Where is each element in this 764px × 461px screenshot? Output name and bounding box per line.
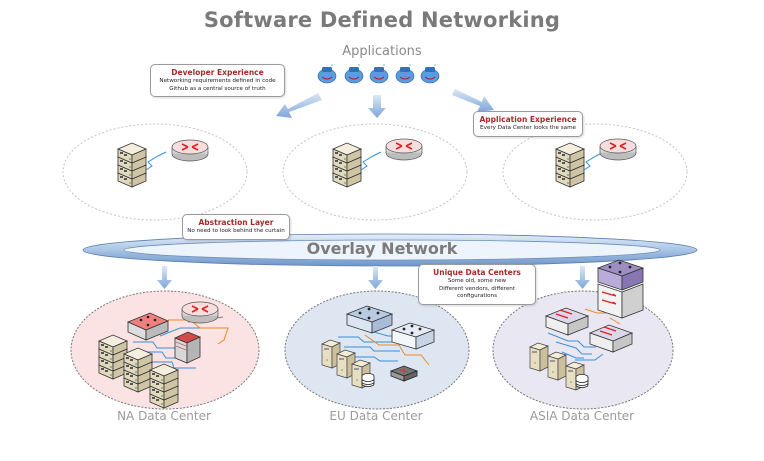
callout-title: Developer Experience (171, 68, 264, 77)
asia-data-center-label: ASIA Data Center (529, 409, 635, 423)
callout-developer-experience: Developer Experience Networking requirem… (150, 64, 285, 97)
router-icon (181, 301, 219, 324)
arrow-to-right-site (452, 89, 494, 112)
server-stack-icon (150, 364, 178, 408)
server-stack-icon (124, 348, 152, 392)
l3-switch-icon (588, 324, 634, 353)
arrow-to-eu (368, 266, 383, 289)
router-icon (171, 139, 209, 162)
eu-data-center-label: EU Data Center (329, 409, 423, 423)
virtual-site-left (62, 123, 248, 221)
na-data-center-label: NA Data Center (117, 409, 211, 423)
tower-server-icon (529, 342, 549, 372)
docker-whale-icon (369, 63, 389, 84)
purple-core-switch-icon (596, 259, 645, 319)
page-title: Software Defined Networking (203, 8, 561, 32)
callout-title: Abstraction Layer (198, 218, 274, 227)
router-icon (599, 138, 637, 161)
arrow-to-asia (575, 266, 590, 289)
storage-icon (575, 374, 589, 388)
callout-line: Networking requirements defined in code (159, 78, 276, 84)
firewall-icon (174, 331, 201, 364)
asia-data-center (492, 259, 674, 410)
applications-label: Applications (342, 44, 422, 59)
callout-title: Unique Data Centers (433, 268, 521, 277)
server-stack-icon (99, 335, 127, 379)
eu-data-center (284, 290, 470, 410)
docker-whale-icon (420, 63, 440, 84)
router-icon (385, 138, 423, 161)
blue-switch-icon (390, 322, 436, 350)
virtual-site-right (502, 123, 688, 221)
docker-whale-icon (395, 63, 415, 84)
appliance-icon (389, 365, 419, 382)
docker-whale-icon (344, 63, 364, 84)
tower-server-icon (547, 351, 567, 381)
callout-line: No need to look behind the curtain (187, 228, 285, 234)
callout-abstraction-layer: Abstraction Layer No need to look behind… (182, 214, 290, 240)
arrow-to-left-site (276, 93, 322, 118)
arrow-to-center-site (368, 95, 386, 118)
callout-line: Some old, some new (447, 278, 507, 284)
docker-whale-icon (317, 63, 337, 84)
storage-icon (361, 373, 375, 387)
server-stack-icon (118, 143, 146, 187)
server-stack-icon (333, 143, 361, 187)
virtual-site-center (282, 123, 468, 221)
callout-title: Application Experience (479, 115, 577, 124)
callout-application-experience: Application Experience Every Data Center… (473, 111, 583, 137)
red-switch-icon (126, 312, 170, 341)
na-data-center (70, 290, 260, 410)
blue-switch-icon (345, 305, 394, 334)
callout-line: Github as a central source of truth (169, 85, 266, 92)
arrow-to-na (157, 266, 172, 289)
callout-unique-data-centers: Unique Data Centers Some old, some new D… (418, 264, 536, 305)
server-stack-icon (556, 143, 584, 187)
application-containers (317, 63, 440, 84)
callout-line: Every Data Center looks the same (480, 125, 576, 131)
callout-line: Different vendors, different configurati… (438, 285, 516, 300)
overlay-network-label: Overlay Network (306, 239, 458, 258)
l3-switch-icon (544, 307, 590, 336)
overlay-network-ring (82, 233, 698, 267)
